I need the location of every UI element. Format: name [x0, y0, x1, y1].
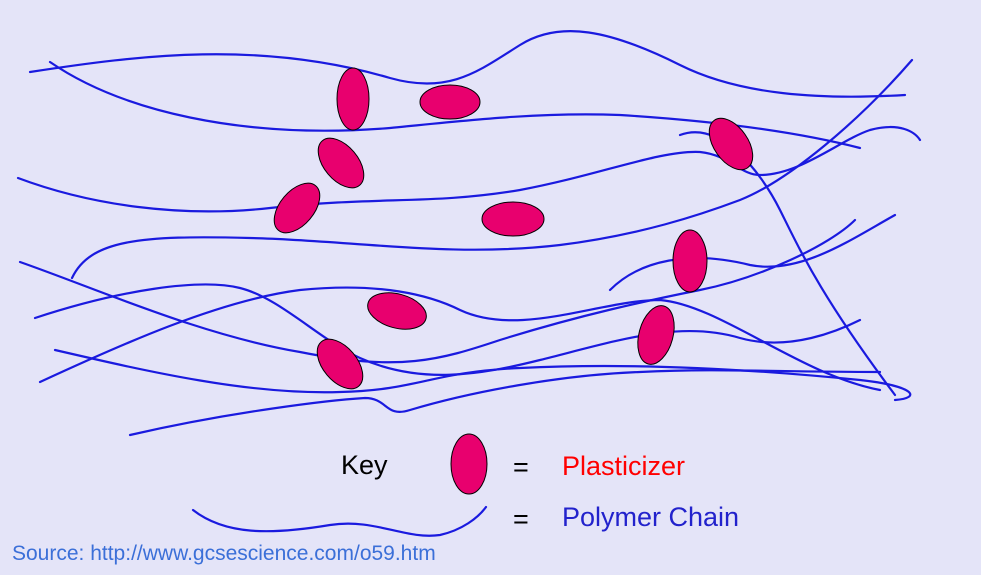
- polymer-chain: [70, 58, 914, 280]
- polymer-chain: [678, 131, 897, 397]
- equals-sign: =: [513, 452, 529, 482]
- plasticizer-molecule: [317, 137, 365, 189]
- plasticizer-molecule: [316, 338, 364, 390]
- plasticizer-molecule: [708, 117, 754, 171]
- polymer-chains: [16, 30, 922, 537]
- polymer-chain: [128, 369, 882, 437]
- legend-polymer-chain-label: Polymer Chain: [562, 502, 740, 532]
- polymer-chain: [18, 218, 857, 364]
- plasticizer-molecule: [273, 182, 321, 234]
- polymer-chain: [608, 213, 897, 292]
- source-citation: Source: http://www.gcsescience.com/o59.h…: [12, 542, 436, 565]
- plasticizers: [273, 67, 754, 495]
- polymer-chain: [16, 125, 922, 213]
- legend-plasticizer-label: Plasticizer: [562, 451, 686, 481]
- polymer-chain: [28, 30, 907, 98]
- plasticizer-molecule: [481, 201, 545, 237]
- plasticizer-molecule: [672, 229, 708, 293]
- legend-chain-sample: [191, 505, 488, 537]
- key-title: Key: [341, 450, 388, 480]
- legend-plasticizer-sample: [450, 433, 488, 495]
- plasticizer-molecule: [419, 84, 481, 120]
- plasticizer-molecule: [367, 292, 427, 330]
- equals-sign: =: [513, 504, 529, 534]
- polymer-chain: [38, 286, 882, 392]
- plasticizer-molecule: [336, 67, 370, 131]
- plasticizer-molecule: [637, 305, 675, 365]
- polymer-chain: [53, 348, 912, 402]
